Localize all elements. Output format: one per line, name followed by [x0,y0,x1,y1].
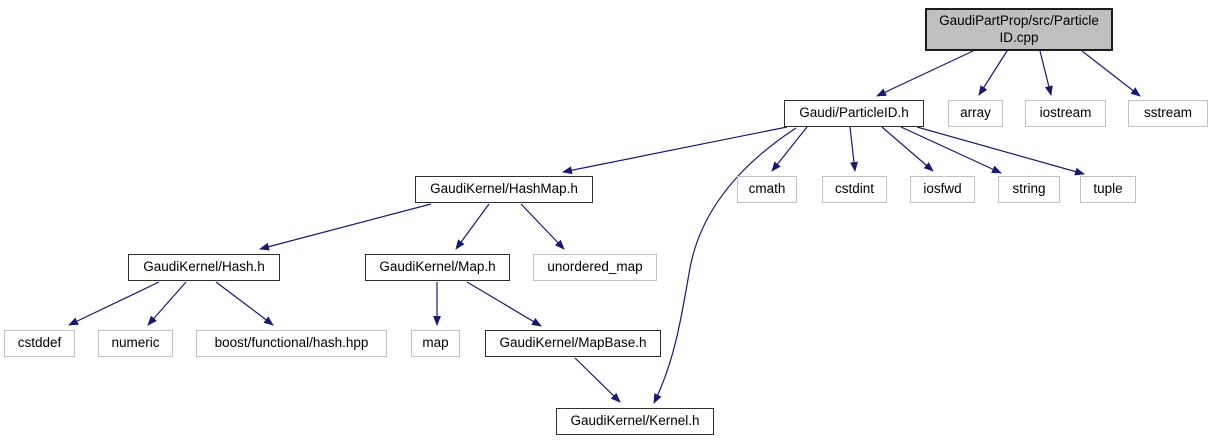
node-sstream: sstream [1128,100,1208,127]
node-map_h[interactable]: GaudiKernel/Map.h [365,254,510,281]
edge-particleid_cpp-to-array [978,50,1008,96]
node-iostream: iostream [1025,100,1106,127]
node-iosfwd: iosfwd [910,176,975,203]
edge-particleid_cpp-to-iostream [1039,50,1053,96]
edge-particleid_h-to-iosfwd [881,126,934,172]
node-hashmap_h[interactable]: GaudiKernel/HashMap.h [415,176,593,203]
edge-hash_h-to-boost_hash [215,281,274,326]
edge-hash_h-to-numeric [147,281,187,326]
edge-mapbase_h-to-kernel_h [574,357,621,403]
node-string: string [998,176,1060,203]
node-cstddef: cstddef [4,330,75,357]
edge-hashmap_h-to-unordered_map [520,203,565,250]
edge-particleid_h-to-tuple [916,126,1085,176]
edge-particleid_h-to-string [900,126,1002,174]
edge-particleid_h-to-cstdint [849,126,858,172]
edge-map_h-to-mapbase_h [466,281,542,327]
node-cmath: cmath [737,176,797,203]
edge-particleid_h-to-kernel_h [653,127,797,404]
edge-particleid_h-to-cmath [771,126,808,172]
node-array: array [948,100,1003,127]
node-particleid_h[interactable]: Gaudi/ParticleID.h [784,100,924,127]
edge-particleid_cpp-to-sstream [1081,50,1141,97]
node-unordered_map: unordered_map [533,254,657,281]
edge-hash_h-to-cstddef [68,281,160,326]
node-tuple: tuple [1080,176,1136,203]
edge-particleid_h-to-hashmap_h [562,126,788,175]
node-map: map [411,330,460,357]
node-kernel_h[interactable]: GaudiKernel/Kernel.h [556,408,714,435]
edge-hashmap_h-to-map_h [455,203,490,250]
node-cstdint: cstdint [822,176,887,203]
node-boost_hash: boost/functional/hash.hpp [196,330,387,357]
node-particleid_cpp: GaudiPartProp/src/Particle ID.cpp [925,8,1113,51]
node-mapbase_h[interactable]: GaudiKernel/MapBase.h [485,330,661,357]
edge-hashmap_h-to-hash_h [259,203,432,251]
node-hash_h[interactable]: GaudiKernel/Hash.h [128,254,280,281]
node-numeric: numeric [98,330,173,357]
edge-particleid_cpp-to-particleid_h [876,50,974,97]
